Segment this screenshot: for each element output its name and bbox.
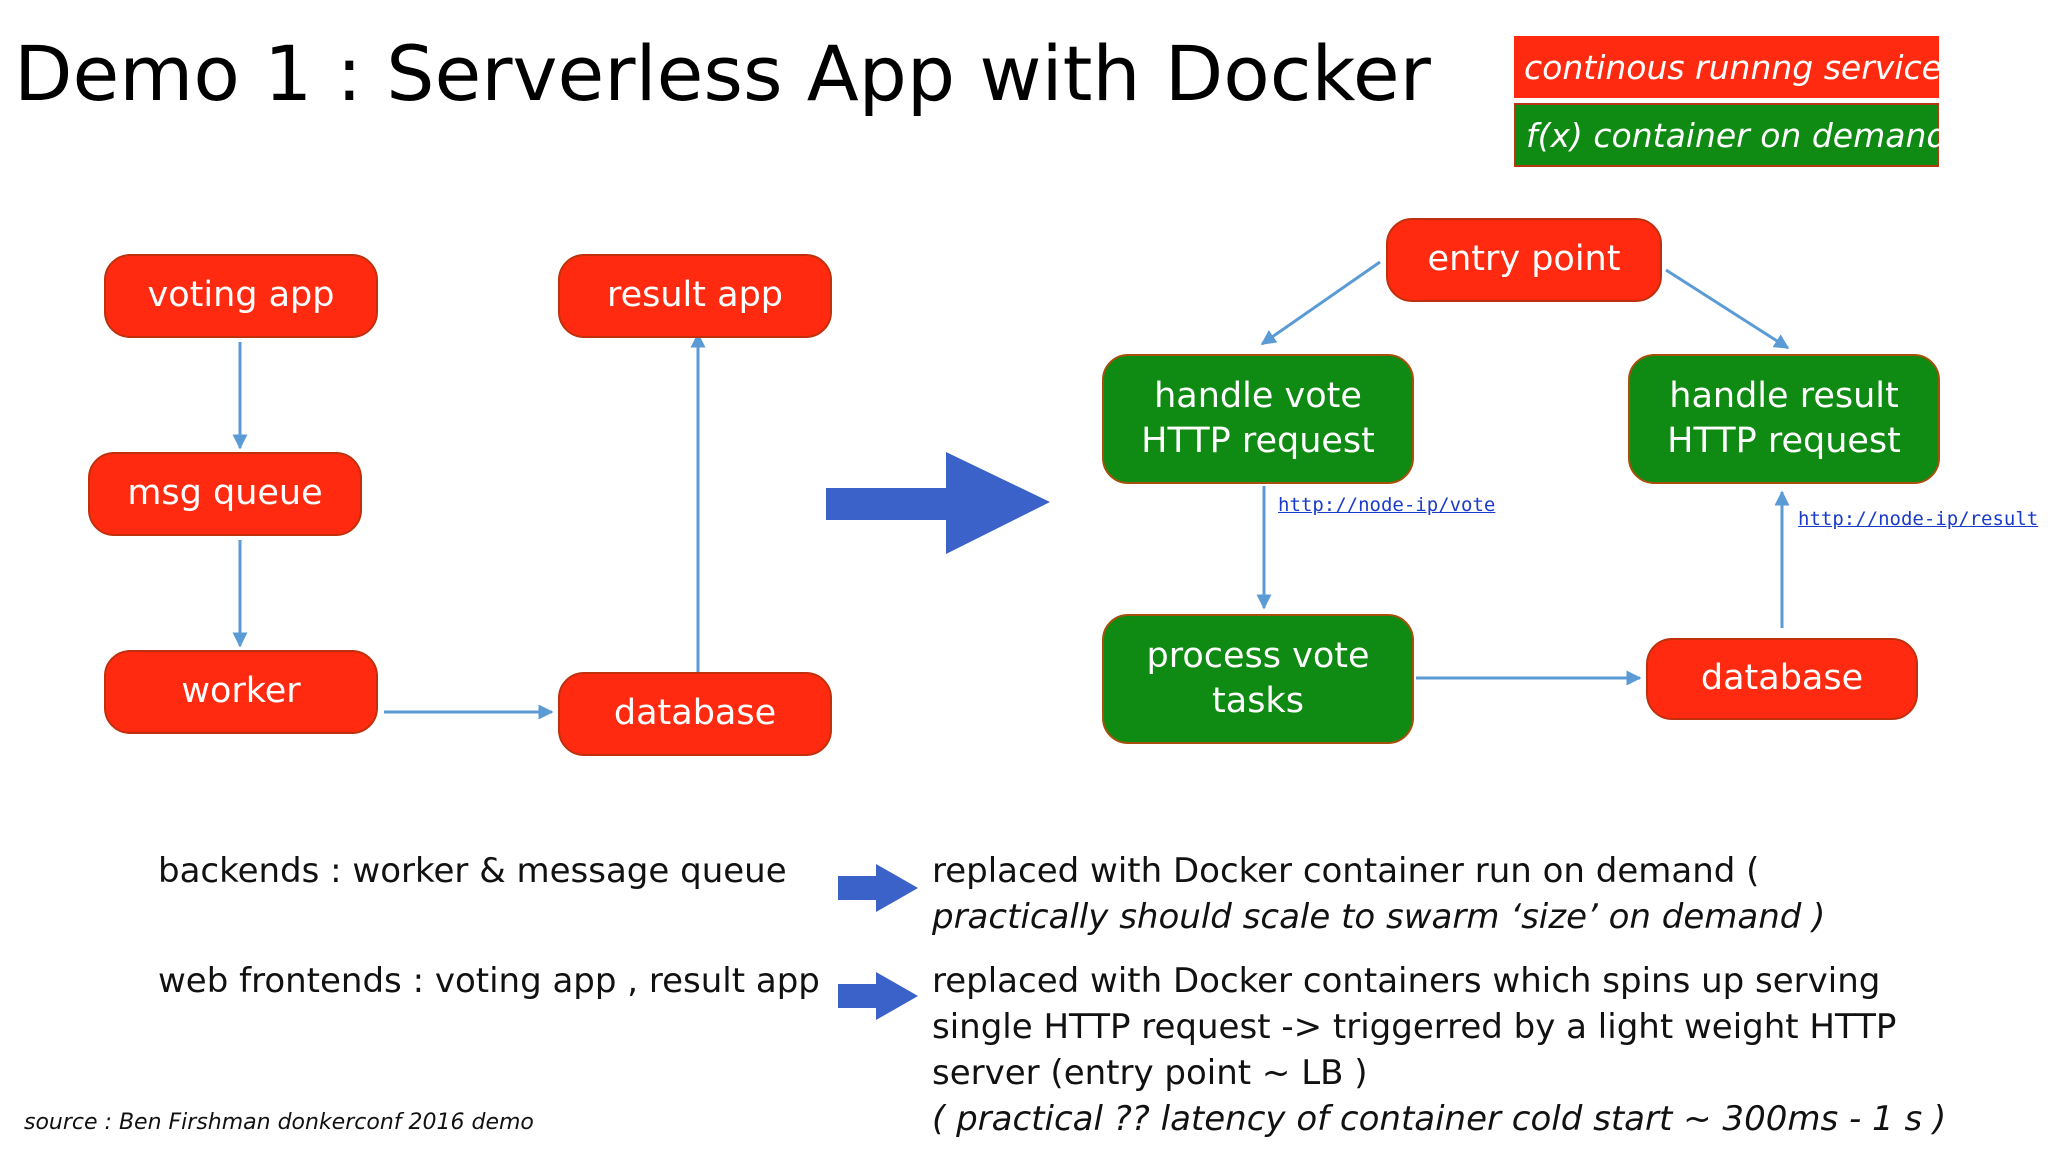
arrow-entry-to-handle-vote: [1260, 260, 1381, 346]
node-database-right: database: [1646, 638, 1918, 720]
node-database-left: database: [558, 672, 832, 756]
frontends-desc-line1: replaced with Docker containers which sp…: [932, 961, 1881, 1001]
frontends-desc-line4: ( practical ?? latency of container cold…: [932, 1099, 1947, 1139]
node-result-app: result app: [558, 254, 832, 338]
node-handle-result: handle result HTTP request: [1628, 354, 1940, 484]
big-transform-arrow: [826, 452, 1050, 554]
source-credit: source : Ben Firshman donkerconf 2016 de…: [24, 1110, 534, 1135]
backends-label: backends : worker & message queue: [158, 851, 787, 891]
frontends-label: web frontends : voting app , result app: [158, 961, 820, 1001]
node-voting-app: voting app: [104, 254, 378, 338]
legend-container-on-demand: f(x) container on demand: [1514, 103, 1947, 167]
node-msg-queue: msg queue: [88, 452, 362, 536]
note-arrow-backends: [838, 864, 918, 912]
node-handle-vote: handle vote HTTP request: [1102, 354, 1414, 484]
vote-url-link[interactable]: http://node-ip/vote: [1278, 494, 1496, 516]
note-arrow-frontends: [838, 972, 918, 1020]
frontends-desc-line3: server (entry point ~ LB ): [932, 1053, 1368, 1093]
backends-desc-line2: practically should scale to swarm ‘size’…: [932, 897, 1826, 937]
frontends-desc-line2: single HTTP request -> triggerred by a l…: [932, 1007, 1897, 1047]
result-url-link[interactable]: http://node-ip/result: [1798, 508, 2039, 530]
legend-continuous-services: continous runnng services: [1514, 36, 1959, 98]
page-title: Demo 1 : Serverless App with Docker: [14, 29, 1431, 118]
arrow-entry-to-handle-result: [1665, 268, 1790, 350]
node-worker: worker: [104, 650, 378, 734]
node-process-vote: process vote tasks: [1102, 614, 1414, 744]
node-entry-point: entry point: [1386, 218, 1662, 302]
backends-desc-line1: replaced with Docker container run on de…: [932, 851, 1760, 891]
